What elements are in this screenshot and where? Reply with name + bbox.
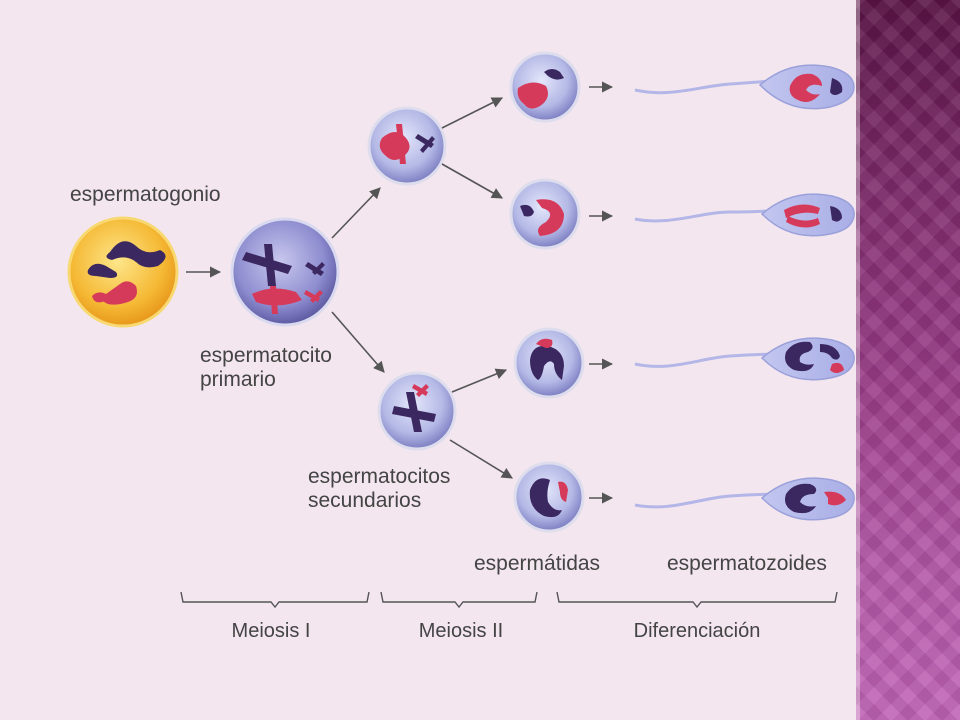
secondary-spermatocyte-cell-top [367, 106, 447, 186]
arrow-to-spermatid-3 [451, 368, 508, 393]
secondary-spermatocyte-cell-bottom [377, 371, 457, 451]
stage-label-meiosis-2: Meiosis II [418, 620, 504, 642]
label-secondary-line2: secundarios [308, 489, 422, 512]
arrow-to-spermatid-2 [441, 163, 503, 199]
arrow-to-spermatid-1 [441, 97, 504, 129]
label-secondary-line1: espermatocitos [308, 465, 451, 488]
brace-diferenciacion [556, 591, 838, 609]
spermatid-cell-1 [509, 51, 581, 123]
spermatid-cell-3 [513, 327, 585, 399]
spermatozoon-1 [634, 64, 855, 110]
spermatozoon-2 [634, 193, 855, 237]
label-primary-line2: primario [200, 368, 276, 391]
spermatozoon-4 [634, 477, 855, 521]
arrow-to-secondary-bottom [331, 311, 385, 373]
arrow-to-spermatid-4 [449, 439, 513, 479]
spermatogenesis-diagram [67, 51, 855, 609]
spermatogonium-cell [67, 216, 179, 328]
label-espermatocito-primario: espermatocito primario [200, 344, 332, 392]
label-espermatozoides: espermatozoides [667, 552, 827, 575]
label-primary-line1: espermatocito [200, 344, 332, 367]
arrows [186, 81, 614, 504]
label-espermatogonio: espermatogonio [70, 183, 221, 206]
decorative-side-band [856, 0, 960, 720]
arrow-to-secondary-top [331, 187, 381, 239]
label-espermatocitos-secundarios: espermatocitos secundarios [308, 465, 450, 513]
spermatozoon-3 [634, 337, 855, 381]
spermatid-cell-2 [509, 178, 581, 250]
label-espermatidas: espermátidas [474, 552, 601, 575]
primary-spermatocyte-cell [230, 217, 340, 327]
stage-label-meiosis-1: Meiosis I [231, 620, 311, 642]
spermatid-cell-4 [513, 461, 585, 533]
brace-meiosis-2 [380, 591, 538, 609]
brace-meiosis-1 [180, 591, 370, 609]
stage-braces [180, 591, 838, 609]
stage-label-diferenciacion: Diferenciación [633, 620, 761, 642]
